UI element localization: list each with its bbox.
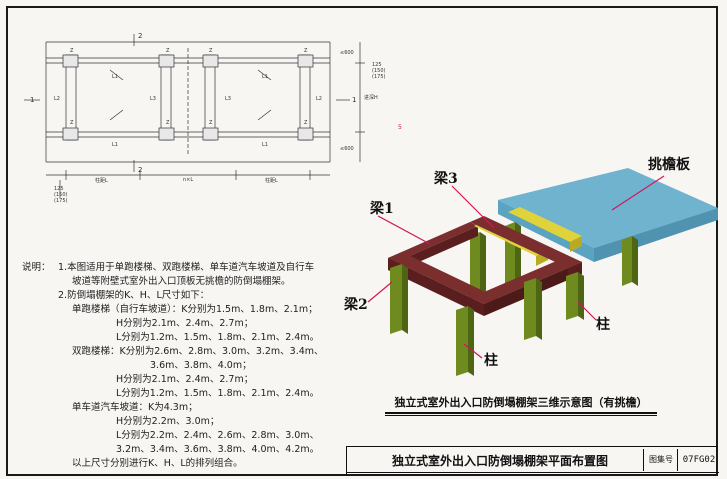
label-eave: 挑檐板 bbox=[648, 157, 690, 173]
column-mark: Z bbox=[209, 48, 213, 54]
note-line: 单跑楼梯（自行车坡道）：K分别为1.5m、1.8m、2.1m； bbox=[72, 304, 318, 315]
column-mark: Z bbox=[70, 48, 74, 54]
beam-label: L1 bbox=[262, 74, 268, 80]
note-line: H分别为2.2m、3.0m； bbox=[116, 416, 220, 427]
column-mark: Z bbox=[166, 48, 170, 54]
note-line: L分别为1.2m、1.5m、1.8m、2.1m、2.4m。 bbox=[116, 332, 320, 343]
eave-slab-top bbox=[498, 168, 718, 248]
note-line: L分别为1.2m、1.5m、1.8m、2.1m、2.4m。 bbox=[116, 388, 320, 399]
label-beam3: 梁3 bbox=[434, 171, 458, 187]
note-line: 双跑楼梯：K分别为2.6m、2.8m、3.0m、3.2m、3.4m、 bbox=[72, 346, 324, 357]
title-block: 独立式室外出入口防倒塌棚架平面布置图 图集号 07FG02 bbox=[346, 446, 720, 476]
note-line: 坡道等附壁式室外出入口顶板无挑檐的防倒塌棚架。 bbox=[72, 276, 291, 287]
beam-label: L2 bbox=[54, 96, 60, 102]
section-mark-top: 2 bbox=[138, 32, 143, 40]
note-line: 2.防倒塌棚架的K、H、L尺寸如下： bbox=[58, 290, 210, 301]
dim-right-value: (150) bbox=[372, 68, 386, 74]
column-mark: Z bbox=[304, 120, 308, 126]
dim-left-top: ≤600 bbox=[340, 50, 354, 56]
note-line: 3.2m、3.4m、3.6m、3.8m、4.0m、4.2m。 bbox=[116, 444, 320, 455]
beam-label: L3 bbox=[150, 96, 156, 102]
beam-label: L3 bbox=[225, 96, 231, 102]
dim-bottom-segment: 柱距L bbox=[95, 178, 108, 184]
column-front-left bbox=[390, 264, 402, 334]
title-block-divider bbox=[347, 472, 719, 473]
dim-bottom-value: (150) bbox=[54, 192, 68, 198]
atlas-number: 07FG02 bbox=[677, 449, 720, 471]
column-back-right bbox=[622, 236, 632, 286]
dim-bottom-segment: 柱距L bbox=[265, 178, 278, 184]
drawing-title: 独立式室外出入口防倒塌棚架平面布置图 bbox=[391, 454, 608, 468]
beam-label: L2 bbox=[316, 96, 322, 102]
dim-bottom-value: (175) bbox=[54, 198, 68, 204]
note-line: 3.6m、3.8m、4.0m； bbox=[150, 360, 252, 371]
column-front-mid bbox=[456, 306, 468, 376]
label-beam1: 梁1 bbox=[370, 201, 394, 217]
beam-label: L1 bbox=[112, 142, 118, 148]
caption-underline-thin bbox=[385, 415, 657, 416]
note-line: 以上尺寸分别进行K、H、L的排列组合。 bbox=[72, 458, 243, 469]
leader-beam2 bbox=[367, 281, 393, 303]
dim-right-value: 125 bbox=[372, 62, 382, 68]
dim-right-value: (175) bbox=[372, 74, 386, 80]
section-mark-bottom: 2 bbox=[138, 166, 143, 174]
leader-eave bbox=[611, 175, 665, 211]
note-line: L分别为2.2m、2.4m、2.6m、2.8m、3.0m、 bbox=[116, 430, 320, 441]
beam-label: L1 bbox=[262, 142, 268, 148]
label-beam2: 梁2 bbox=[344, 297, 368, 313]
leader-column-front bbox=[463, 343, 483, 359]
section-mark-left: 1 bbox=[30, 96, 35, 104]
section-mark-right: 1 bbox=[352, 96, 357, 104]
beam-back-top bbox=[388, 222, 478, 262]
notes-label: 说明： bbox=[22, 262, 51, 273]
note-line: H分别为2.1m、2.4m、2.7m； bbox=[116, 318, 254, 329]
dim-left-bottom: ≤600 bbox=[340, 146, 354, 152]
caption-underline bbox=[385, 412, 657, 414]
column-back-left bbox=[470, 232, 480, 300]
column-mark: Z bbox=[70, 120, 74, 126]
dim-right-label: 进深H bbox=[364, 95, 378, 101]
sheet-border bbox=[6, 6, 718, 476]
column-mark: Z bbox=[304, 48, 308, 54]
column-mark: Z bbox=[166, 120, 170, 126]
column-mid bbox=[524, 278, 536, 340]
atlas-number-label: 图集号 bbox=[643, 449, 678, 471]
dim-right-mid: 5 bbox=[398, 124, 402, 131]
beam-front-top bbox=[388, 252, 498, 304]
label-column-right: 柱 bbox=[596, 317, 610, 333]
dim-bottom-value: 125 bbox=[54, 186, 64, 192]
beam-right-top bbox=[470, 216, 582, 268]
column-right-front bbox=[566, 272, 578, 320]
dim-bottom-segment: n×L bbox=[183, 177, 194, 183]
note-line: 1.本图适用于单跑楼梯、双跑楼梯、单车道汽车坡道及自行车 bbox=[58, 262, 315, 273]
label-column-front: 柱 bbox=[484, 353, 498, 369]
note-line: H分别为2.1m、2.4m、2.7m； bbox=[116, 374, 254, 385]
leader-column-right bbox=[577, 301, 597, 321]
leader-beam3 bbox=[451, 185, 495, 229]
column-mark: Z bbox=[209, 120, 213, 126]
leader-beam1 bbox=[377, 215, 431, 245]
beam-label: L1 bbox=[112, 74, 118, 80]
model-caption: 独立式室外出入口防倒塌棚架三维示意图（有挑檐） bbox=[394, 396, 648, 409]
note-line: 单车道汽车坡道：K为4.3m； bbox=[72, 402, 198, 413]
beam3-b bbox=[508, 207, 582, 242]
